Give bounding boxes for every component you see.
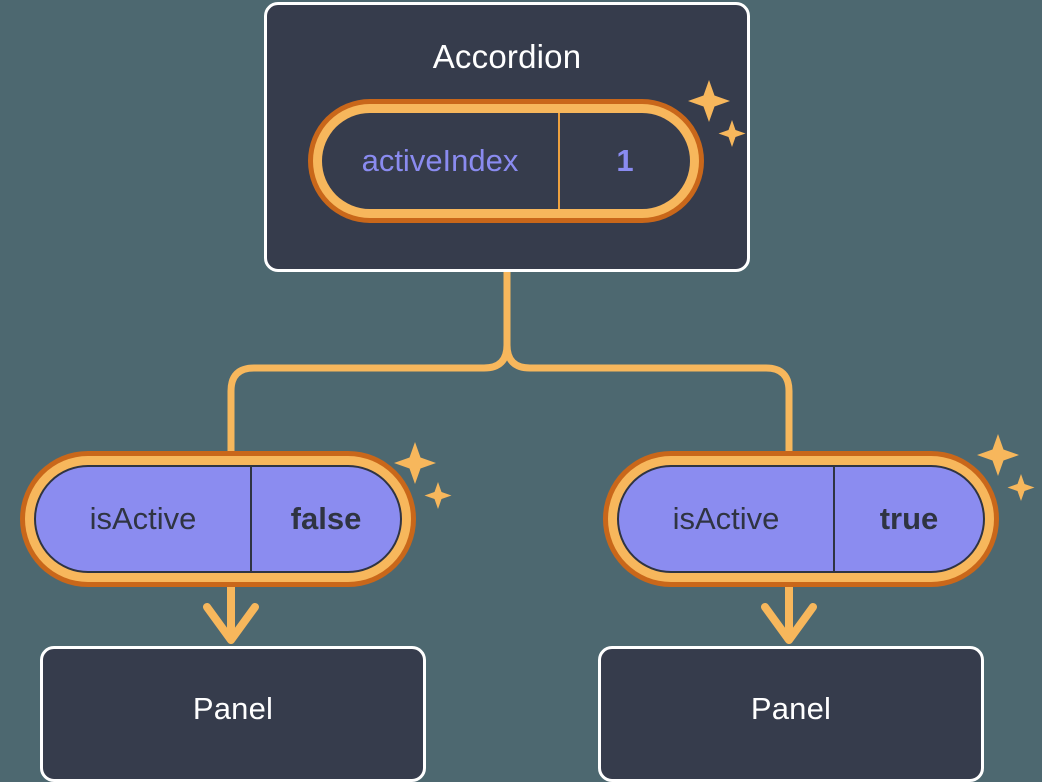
component-card-panel-left[interactable]: Panel [40, 646, 426, 782]
prop-pill-key-left: isActive [36, 467, 252, 571]
prop-pill-body-left: isActive false [34, 465, 402, 573]
state-pill-body: activeIndex 1 [322, 113, 690, 209]
prop-pill-isactive-right[interactable]: isActive true [603, 451, 999, 587]
prop-pill-ring-left: isActive false [25, 456, 411, 582]
component-card-panel-right[interactable]: Panel [598, 646, 984, 782]
four-point-star-small-icon [424, 482, 452, 509]
state-pill-key: activeIndex [322, 113, 560, 209]
component-title-panel-left: Panel [192, 691, 274, 726]
four-point-star-icon [977, 434, 1019, 476]
state-pill-activeindex[interactable]: activeIndex 1 [308, 99, 704, 223]
component-title-panel-right: Panel [750, 691, 832, 726]
state-pill-value: 1 [616, 143, 634, 178]
prop-pill-isactive-left[interactable]: isActive false [20, 451, 416, 587]
component-title-accordion: Accordion [432, 38, 582, 75]
prop-pill-body-right: isActive true [617, 465, 985, 573]
connector-left [227, 268, 511, 459]
prop-pill-key-right: isActive [619, 467, 835, 571]
connector-right [503, 268, 793, 459]
prop-pill-value-right: true [879, 501, 939, 536]
arrow-down-icon-left [203, 584, 259, 644]
prop-pill-value-left: false [290, 501, 362, 536]
arrow-down-icon-right [761, 584, 817, 644]
four-point-star-small-icon [1007, 474, 1035, 501]
state-pill-ring: activeIndex 1 [313, 104, 699, 218]
prop-pill-ring-right: isActive true [608, 456, 994, 582]
